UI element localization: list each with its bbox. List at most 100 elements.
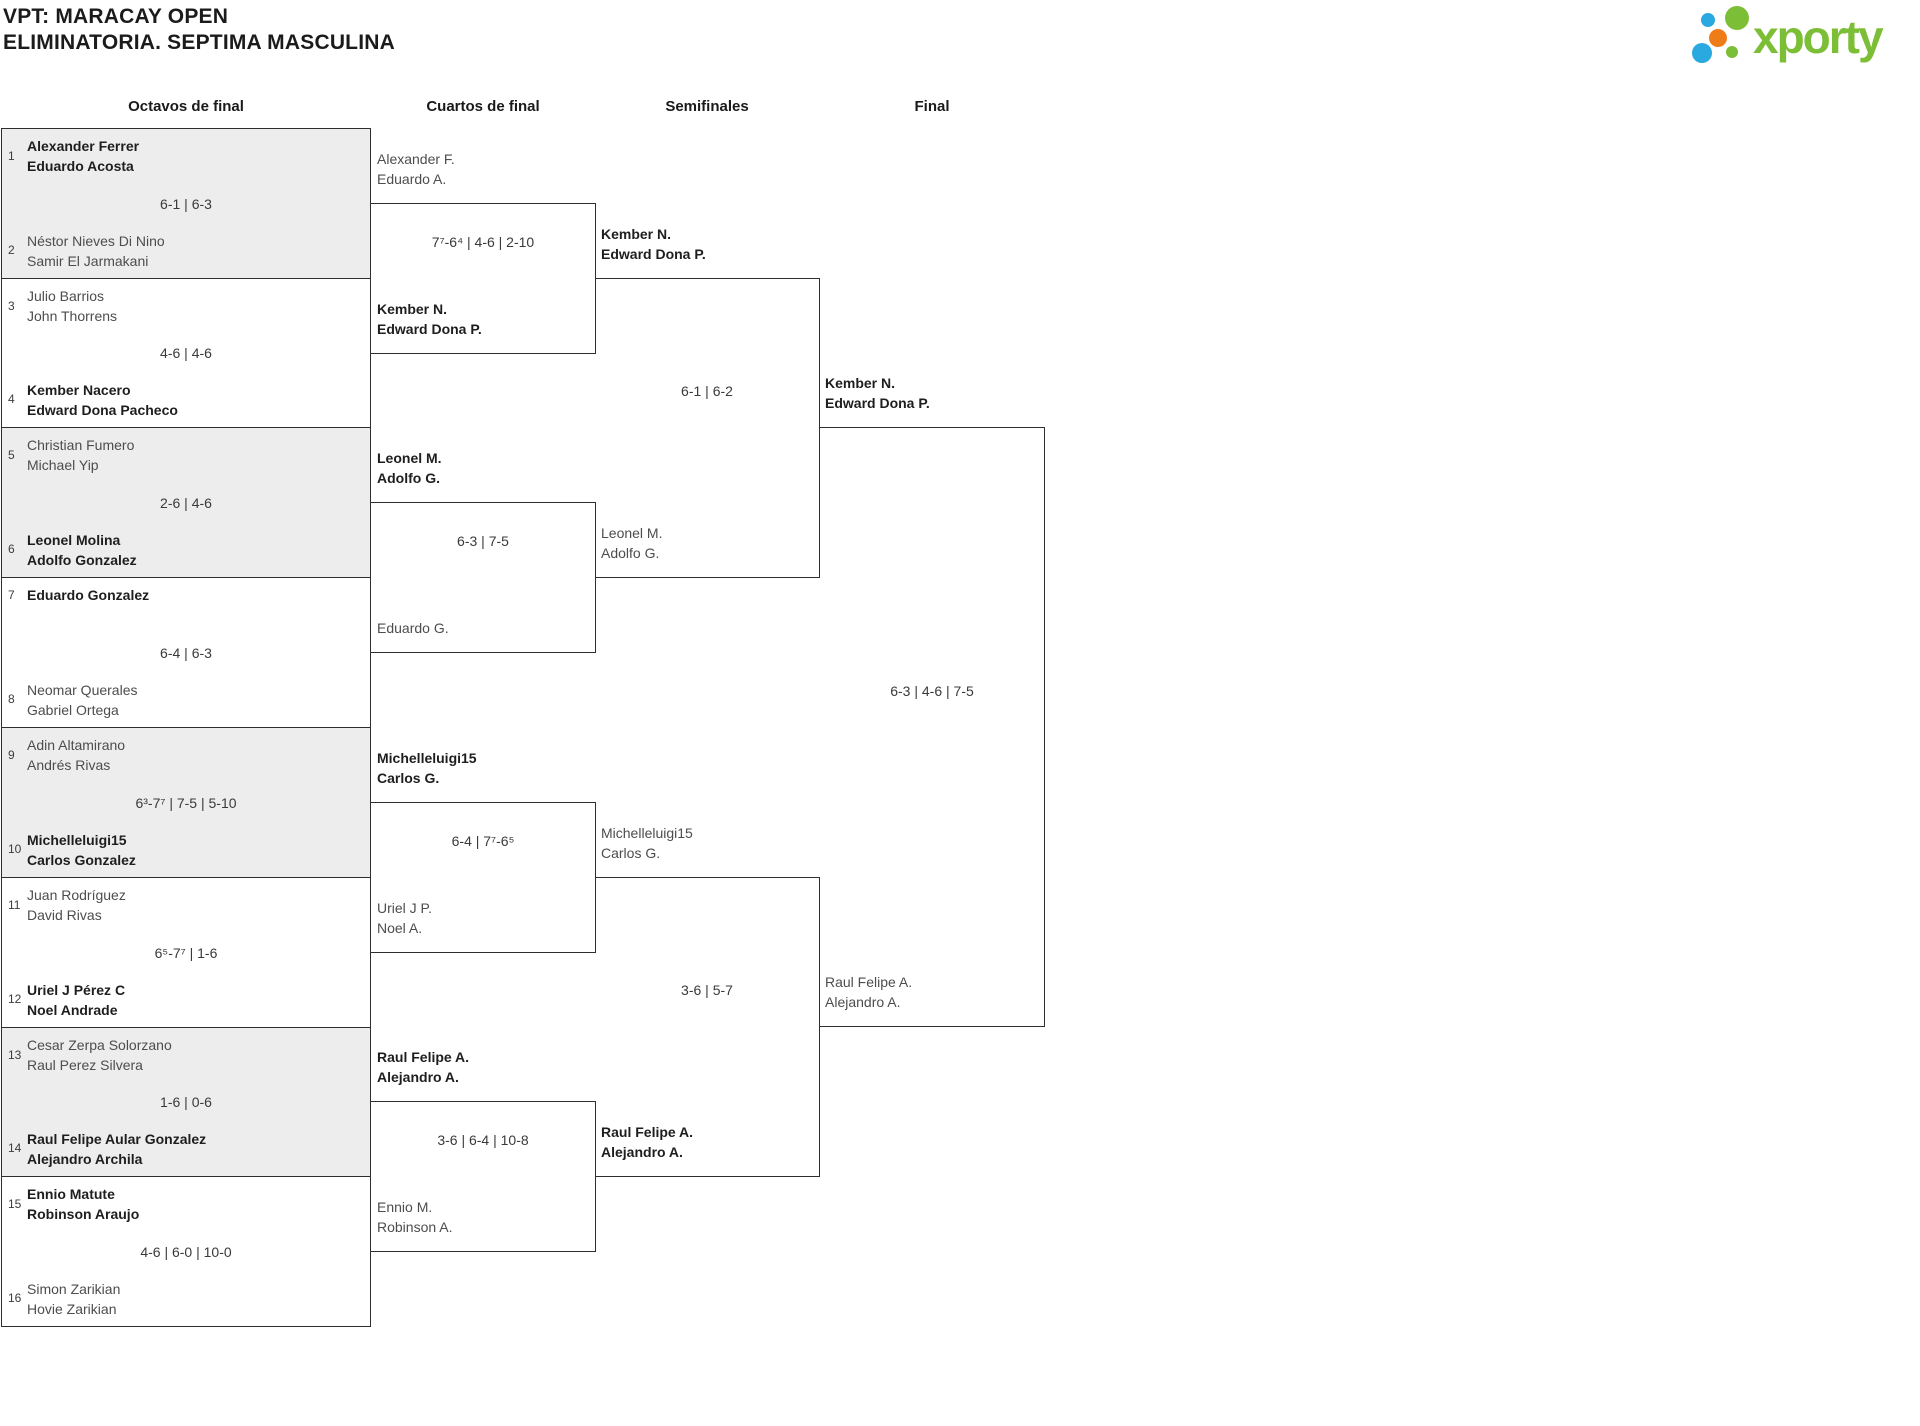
player-name: Uriel J P. — [377, 900, 432, 916]
seed-number-5: 5 — [8, 448, 15, 462]
team-seed-5[interactable]: Christian Fumero Michael Yip — [27, 435, 364, 475]
player-name: Raul Felipe A. — [601, 1124, 694, 1140]
sf2-score: 3-6 | 5-7 — [681, 982, 733, 998]
team-seed-8[interactable]: Neomar Querales Gabriel Ortega — [27, 680, 364, 720]
sf1-team-bottom[interactable]: Leonel M. Adolfo G. — [601, 523, 662, 563]
bracket-subtitle: ELIMINATORIA. SEPTIMA MASCULINA — [3, 31, 395, 54]
round-header-final: Final — [914, 98, 950, 115]
connector-sf-1 — [595, 278, 820, 578]
qf2-score: 6-3 | 7-5 — [457, 533, 509, 549]
seed-number-11: 11 — [8, 898, 21, 912]
match-score: 2-6 | 4-6 — [160, 494, 212, 511]
qf4-team-bottom[interactable]: Ennio M. Robinson A. — [377, 1197, 453, 1237]
match-score: 6³-7⁷ | 7-5 | 5-10 — [135, 794, 237, 811]
player-name: Alejandro A. — [825, 994, 901, 1010]
player-name: Eduardo Gonzalez — [27, 587, 150, 603]
player-name: Eduardo G. — [377, 620, 449, 636]
team-seed-2[interactable]: Néstor Nieves Di Nino Samir El Jarmakani — [27, 231, 364, 271]
player-name: Kember N. — [601, 226, 672, 242]
qf4-team-top[interactable]: Raul Felipe A. Alejandro A. — [377, 1047, 469, 1087]
qf3-score: 6-4 | 7⁷-6⁵ — [451, 833, 515, 849]
qf3-team-bottom[interactable]: Uriel J P. Noel A. — [377, 898, 432, 938]
seed-number-2: 2 — [8, 243, 15, 257]
player-name: Carlos G. — [601, 845, 661, 861]
player-name: Eduardo A. — [377, 171, 447, 187]
player-name: Raul Felipe Aular Gonzalez — [27, 1131, 207, 1147]
qf1-score: 7⁷-6⁴ | 4-6 | 2-10 — [431, 234, 535, 250]
logo-dot-green-large — [1725, 6, 1749, 30]
final-score: 6-3 | 4-6 | 7-5 — [890, 683, 974, 699]
player-name: Edward Dona P. — [825, 395, 930, 411]
player-name: Carlos Gonzalez — [27, 852, 136, 868]
seed-number-6: 6 — [8, 542, 15, 556]
team-seed-14[interactable]: Raul Felipe Aular Gonzalez Alejandro Arc… — [27, 1129, 364, 1169]
logo-dot-blue-small — [1701, 13, 1715, 27]
match-score: 6-4 | 6-3 — [160, 644, 212, 661]
sf1-team-top[interactable]: Kember N. Edward Dona P. — [601, 224, 706, 264]
qf2-team-bottom[interactable]: Eduardo G. — [377, 618, 449, 638]
team-seed-3[interactable]: Julio Barrios John Thorrens — [27, 286, 364, 326]
player-name: Adolfo G. — [377, 470, 440, 486]
qf1-team-bottom[interactable]: Kember N. Edward Dona P. — [377, 299, 482, 339]
player-name: Cesar Zerpa Solorzano — [27, 1037, 172, 1053]
sf2-team-top[interactable]: Michelleluigi15 Carlos G. — [601, 823, 693, 863]
team-seed-7[interactable]: Eduardo Gonzalez — [27, 585, 364, 605]
player-name: Kember N. — [825, 375, 896, 391]
player-name: Raul Felipe A. — [825, 974, 913, 990]
player-name: Noel A. — [377, 920, 423, 936]
team-seed-11[interactable]: Juan Rodríguez David Rivas — [27, 885, 364, 925]
connector-sf-2 — [595, 877, 820, 1177]
team-seed-6[interactable]: Leonel Molina Adolfo Gonzalez — [27, 530, 364, 570]
player-name: Andrés Rivas — [27, 757, 111, 773]
match-r16-7: 13 Cesar Zerpa Solorzano Raul Perez Silv… — [1, 1027, 371, 1177]
team-seed-4[interactable]: Kember Nacero Edward Dona Pacheco — [27, 380, 364, 420]
sf2-team-bottom[interactable]: Raul Felipe A. Alejandro A. — [601, 1122, 693, 1162]
final-team-bottom[interactable]: Raul Felipe A. Alejandro A. — [825, 972, 912, 1012]
team-seed-9[interactable]: Adin Altamirano Andrés Rivas — [27, 735, 364, 775]
logo-dot-blue-large — [1692, 43, 1712, 63]
round-header-octavos: Octavos de final — [128, 98, 244, 115]
player-name: Robinson Araujo — [27, 1206, 140, 1222]
player-name: Michelleluigi15 — [377, 750, 477, 766]
logo-wordmark: xporty — [1753, 11, 1884, 63]
player-name: Alexander Ferrer — [27, 138, 140, 154]
player-name: Michelleluigi15 — [601, 825, 693, 841]
player-name: Edward Dona Pacheco — [27, 402, 178, 418]
player-name: David Rivas — [27, 907, 102, 923]
player-name: Alejandro A. — [601, 1144, 683, 1160]
match-r16-3: 5 Christian Fumero Michael Yip 2-6 | 4-6… — [1, 427, 371, 578]
page-title: VPT: MARACAY OPEN ELIMINATORIA. SEPTIMA … — [3, 4, 395, 56]
seed-number-8: 8 — [8, 692, 15, 706]
player-name: Christian Fumero — [27, 437, 135, 453]
seed-number-14: 14 — [8, 1141, 22, 1155]
team-seed-1[interactable]: Alexander Ferrer Eduardo Acosta — [27, 136, 364, 176]
round-header-semifinales: Semifinales — [665, 98, 749, 115]
round-header-cuartos: Cuartos de final — [426, 98, 540, 115]
sf1-score: 6-1 | 6-2 — [681, 383, 733, 399]
player-name: Adin Altamirano — [27, 737, 126, 753]
player-name: Leonel Molina — [27, 532, 121, 548]
player-name: Alexander F. — [377, 151, 455, 167]
player-name: Juan Rodríguez — [27, 887, 126, 903]
qf3-team-top[interactable]: Michelleluigi15 Carlos G. — [377, 748, 477, 788]
seed-number-1: 1 — [8, 149, 15, 163]
qf2-team-top[interactable]: Leonel M. Adolfo G. — [377, 448, 442, 488]
team-seed-12[interactable]: Uriel J Pérez C Noel Andrade — [27, 980, 364, 1020]
seed-number-7: 7 — [8, 588, 15, 602]
match-score: 6⁵-7⁷ | 1-6 — [154, 944, 218, 961]
final-team-top[interactable]: Kember N. Edward Dona P. — [825, 373, 930, 413]
player-name: Michael Yip — [27, 457, 99, 473]
team-seed-10[interactable]: Michelleluigi15 Carlos Gonzalez — [27, 830, 364, 870]
player-name: Eduardo Acosta — [27, 158, 134, 174]
xporty-logo[interactable]: xporty — [1690, 2, 1910, 74]
match-score: 4-6 | 6-0 | 10-0 — [140, 1243, 232, 1260]
team-seed-15[interactable]: Ennio Matute Robinson Araujo — [27, 1184, 364, 1224]
seed-number-15: 15 — [8, 1197, 22, 1211]
tournament-title: VPT: MARACAY OPEN — [3, 5, 229, 28]
team-seed-16[interactable]: Simon Zarikian Hovie Zarikian — [27, 1279, 364, 1319]
team-seed-13[interactable]: Cesar Zerpa Solorzano Raul Perez Silvera — [27, 1035, 364, 1075]
player-name: Kember N. — [377, 301, 448, 317]
seed-number-13: 13 — [8, 1048, 22, 1062]
qf1-team-top[interactable]: Alexander F. Eduardo A. — [377, 149, 455, 189]
